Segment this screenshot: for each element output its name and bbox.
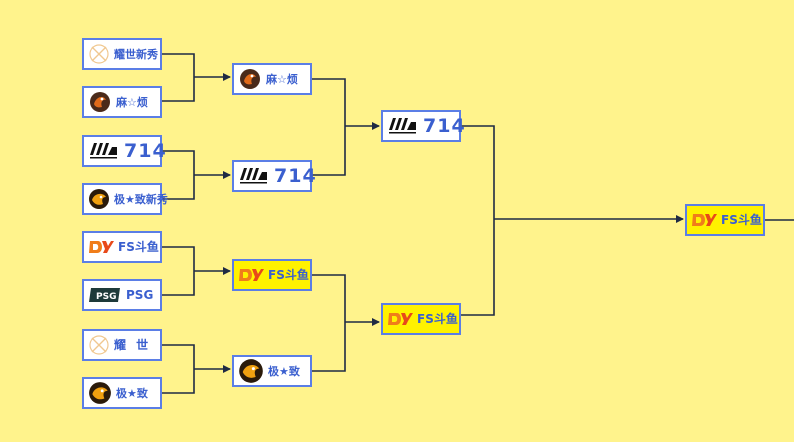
team-name: 极★致新秀 [114, 192, 168, 206]
bracket-team-r1-2: 麻☆烦 [82, 86, 162, 118]
psg-logo-icon: PSG [88, 286, 122, 304]
yaoshi-logo-icon [88, 334, 110, 356]
team-name: FS斗鱼 [721, 213, 762, 227]
bracket-team-r2-4: 极★致 [232, 355, 312, 387]
yaoshi-logo-icon [88, 43, 110, 65]
team-name: FS斗鱼 [417, 312, 458, 326]
connector-r1-m1 [162, 53, 195, 102]
douyu-logo-icon [238, 266, 264, 284]
bracket-team-r3-2: FS斗鱼 [381, 303, 461, 335]
mafan-dragon-logo-icon [238, 67, 262, 91]
714-logo-icon [387, 116, 419, 136]
bracket-team-r1-8: 极★致 [82, 377, 162, 409]
douyu-logo-icon [691, 211, 717, 229]
connector-r3 [461, 125, 495, 316]
bracket-team-final: FS斗鱼 [685, 204, 765, 236]
team-name: 麻☆烦 [266, 72, 298, 86]
team-name: 极★致 [268, 364, 300, 378]
team-name: FS斗鱼 [268, 268, 309, 282]
jizhi-logo-icon [88, 381, 112, 405]
team-name: 714 [124, 139, 167, 162]
connector-r1-m4 [162, 344, 195, 394]
connector-r1-m3 [162, 246, 195, 296]
team-name: FS斗鱼 [118, 240, 159, 254]
bracket-team-r1-6: PSG PSG [82, 279, 162, 311]
team-name: 极★致 [116, 386, 148, 400]
svg-text:PSG: PSG [96, 292, 116, 302]
bracket-team-r2-3: FS斗鱼 [232, 259, 312, 291]
team-name: 714 [423, 114, 466, 137]
714-logo-icon [238, 166, 270, 186]
mafan-dragon-logo-icon [88, 90, 112, 114]
team-name: 麻☆烦 [116, 95, 148, 109]
team-name: 耀世新秀 [114, 47, 158, 61]
bracket-team-r2-2: 714 [232, 160, 316, 192]
connector-r2-m1 [312, 78, 346, 176]
bracket-team-r3-1: 714 [381, 110, 465, 142]
bracket-team-r1-5: FS斗鱼 [82, 231, 162, 263]
bracket-team-r1-1: 耀世新秀 [82, 38, 162, 70]
jizhi-logo-icon [88, 188, 110, 210]
douyu-logo-icon [88, 238, 114, 256]
714-logo-icon [88, 141, 120, 161]
bracket-team-r1-4: 极★致新秀 [82, 183, 168, 215]
team-name: 耀 世 [114, 338, 152, 352]
jizhi-logo-icon [238, 358, 264, 384]
douyu-logo-icon [387, 310, 413, 328]
bracket-team-r1-7: 耀 世 [82, 329, 162, 361]
bracket-team-r2-1: 麻☆烦 [232, 63, 312, 95]
bracket-team-r1-3: 714 [82, 135, 166, 167]
team-name: PSG [126, 288, 154, 302]
connector-r2-m2 [312, 274, 346, 372]
connector-r1-m2 [162, 150, 195, 200]
team-name: 714 [274, 164, 317, 187]
